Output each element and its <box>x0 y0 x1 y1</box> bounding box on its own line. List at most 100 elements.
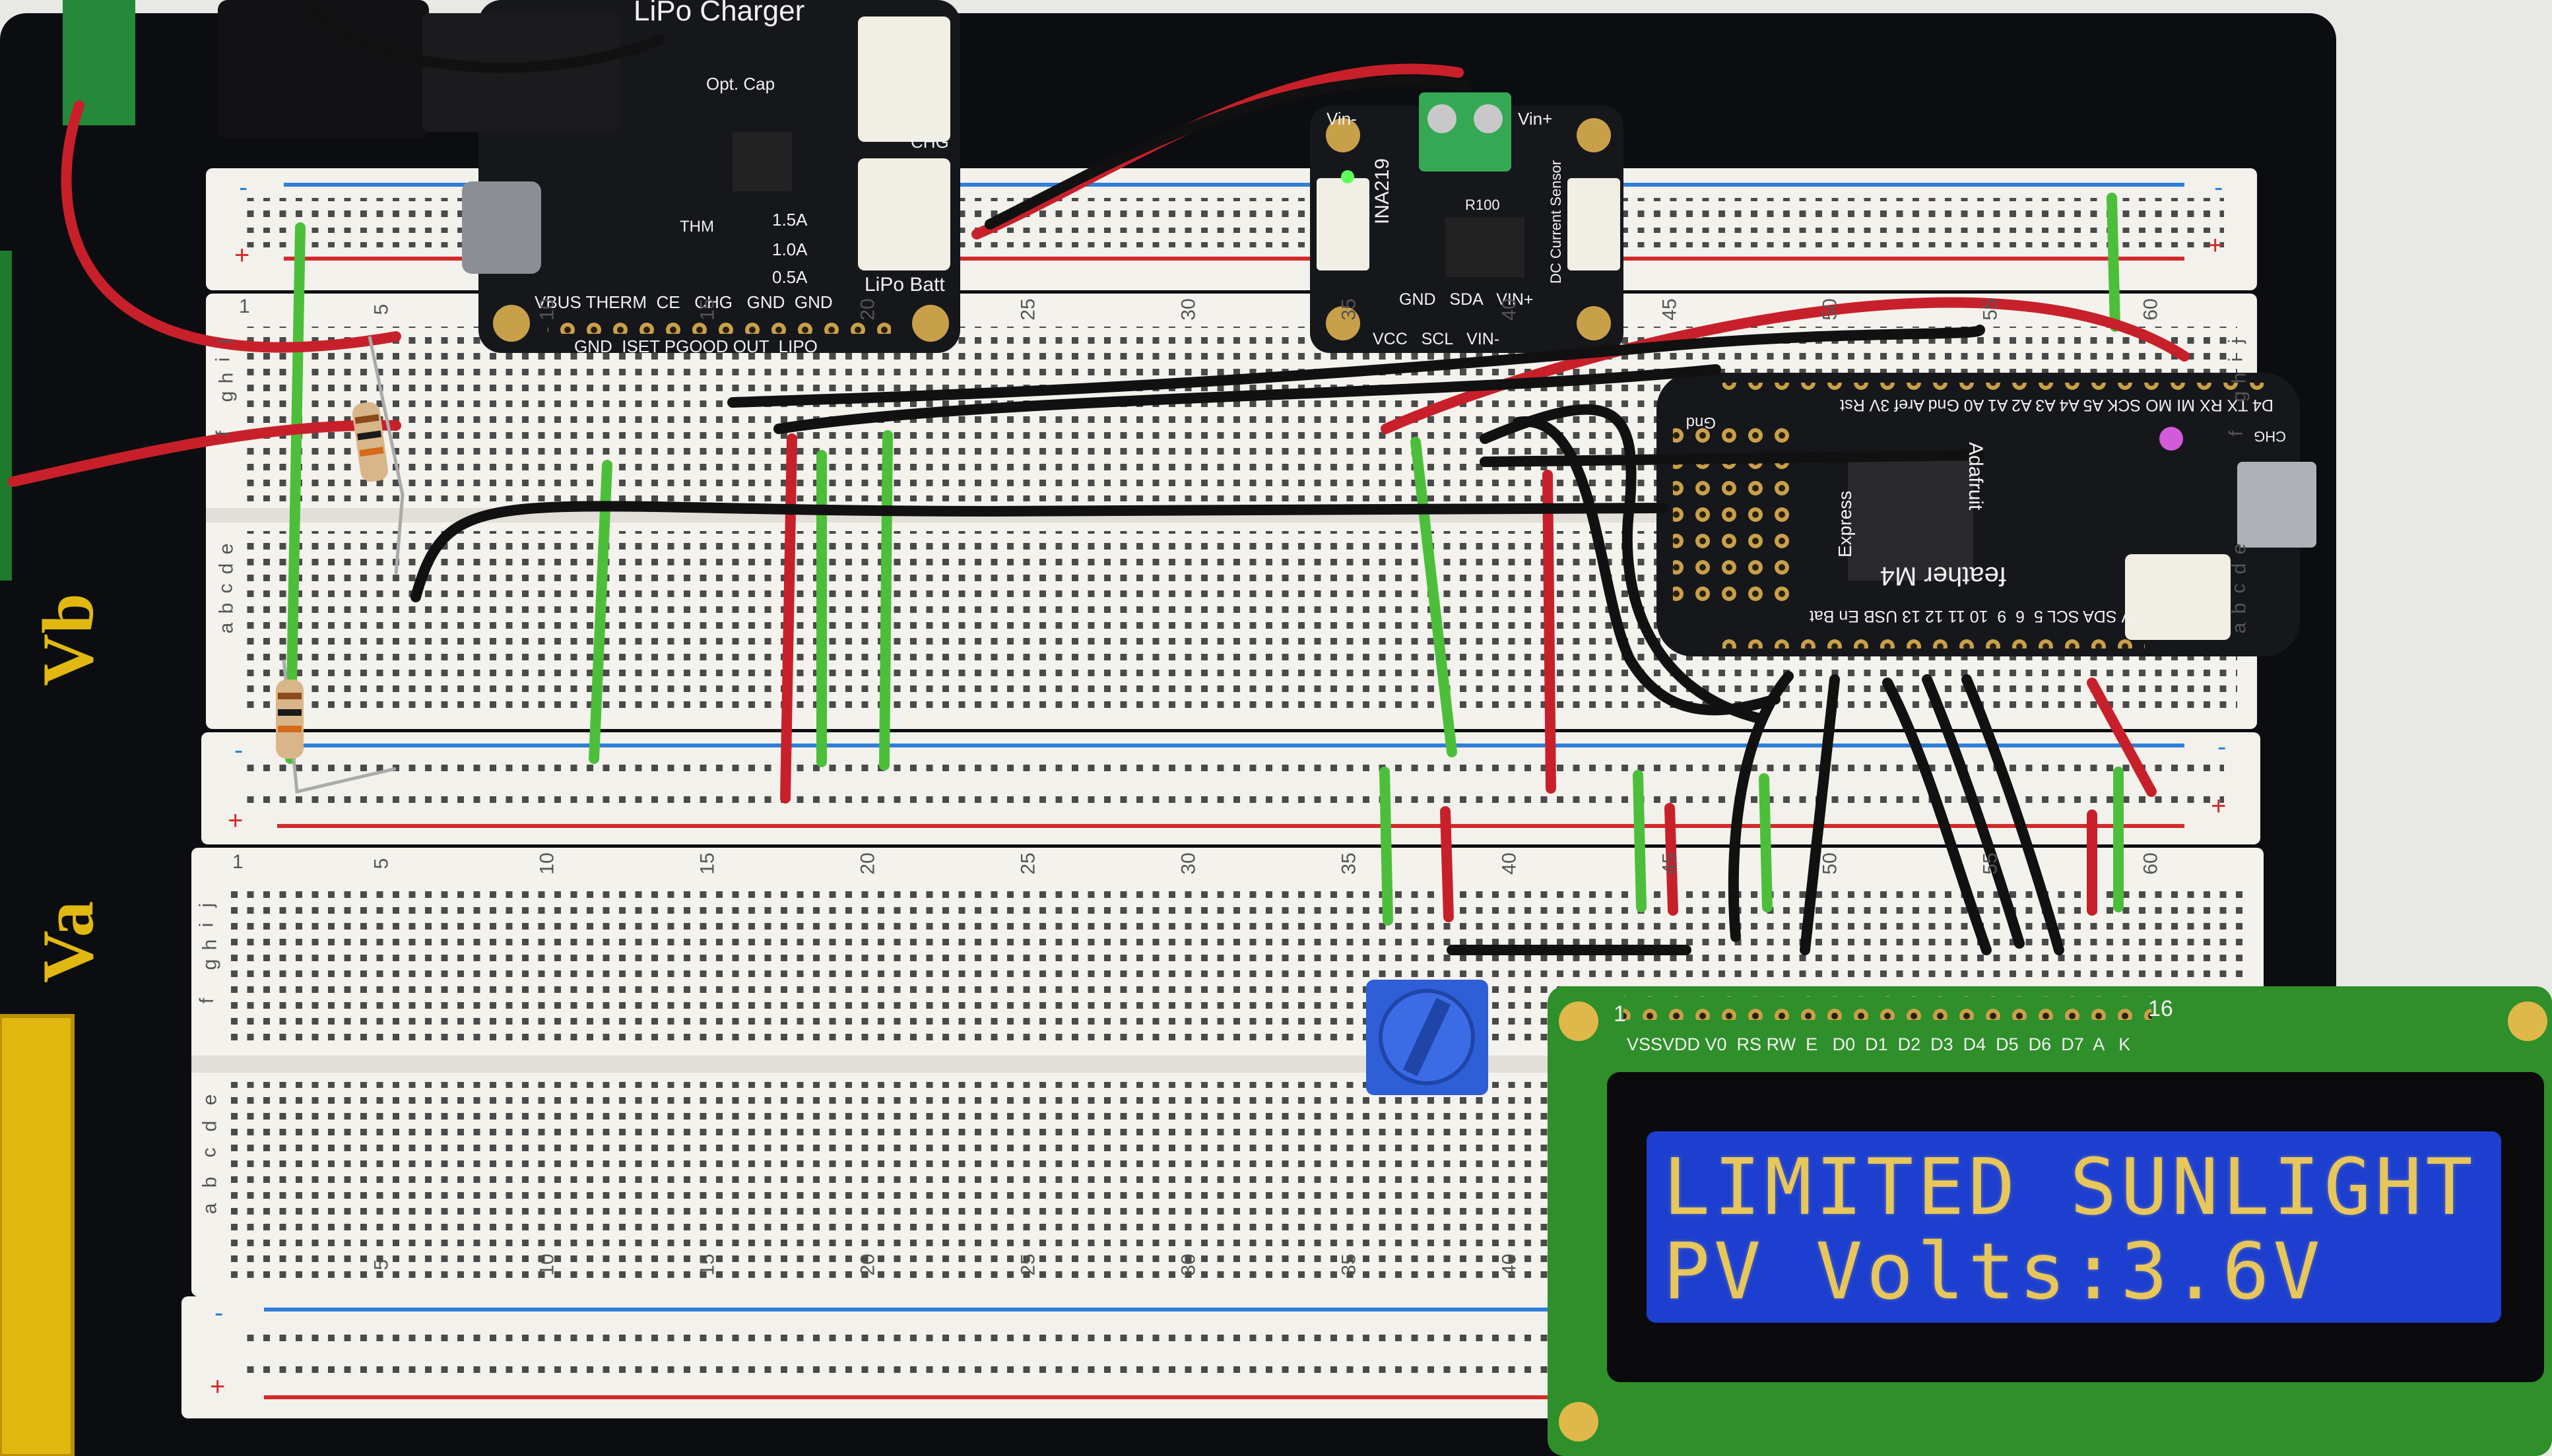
charger-current-3: 0.5A <box>772 267 808 287</box>
lcd-pin-labels: VSSVDD V0 RS RW E D0 D1 D2 D3 D4 D5 D6 D… <box>1627 1034 2131 1054</box>
column-number: 40 <box>1498 298 1521 321</box>
column-number: 25 <box>1017 298 1039 321</box>
rail-minus-mid-left: - <box>234 736 244 765</box>
column-number: 15 <box>696 1253 719 1276</box>
column-number: 5 <box>370 858 393 870</box>
column-number: 55 <box>1979 298 2002 321</box>
charger-opt-cap: Opt. Cap <box>706 74 775 94</box>
feather-express: Express <box>1835 490 1855 557</box>
column-number: 20 <box>857 298 879 321</box>
column-number: 10 <box>536 852 558 875</box>
row-letter: d <box>2228 563 2250 575</box>
row-letter: i <box>195 922 218 928</box>
column-number: 20 <box>857 1253 879 1276</box>
lcd-screen <box>1647 1131 2501 1323</box>
column-number: 15 <box>696 852 719 875</box>
first-col-top: 1 <box>239 296 250 317</box>
column-number: 15 <box>696 298 719 321</box>
column-number: 60 <box>2140 298 2162 321</box>
row-letter: f <box>196 997 218 1004</box>
row-letter: b <box>2228 602 2250 614</box>
rail-minus-top-left: - <box>239 173 248 202</box>
gold-mat-strip <box>0 1016 73 1456</box>
row-letter: j <box>195 902 218 908</box>
feather-brand: Adafruit <box>1965 442 1986 511</box>
column-number: 5 <box>370 303 393 315</box>
feather-chg: CHG <box>2254 428 2286 445</box>
row-letter: h <box>2228 372 2250 384</box>
rail-plus-top-left: + <box>234 241 250 270</box>
lcd-pin-first: 1 <box>1614 1001 1626 1027</box>
black-wires <box>305 0 2064 955</box>
column-number: 30 <box>1177 1253 1200 1276</box>
feather-name: feather M4 <box>1880 561 2006 590</box>
ina219-name: INA219 <box>1371 158 1393 224</box>
charger-batt-label: LiPo Batt <box>865 274 945 296</box>
column-number: 25 <box>1017 1253 1039 1276</box>
column-number: 45 <box>1658 852 1681 875</box>
row-letter: e <box>199 1094 221 1106</box>
row-letter: i <box>2225 357 2247 362</box>
row-letter: j <box>212 338 234 344</box>
row-letter: f <box>2225 430 2248 437</box>
row-letter: d <box>199 1120 221 1132</box>
column-number: 10 <box>536 298 558 321</box>
charger-current-1: 1.5A <box>772 210 808 230</box>
rail-minus-top-right: - <box>2214 173 2223 202</box>
column-number: 30 <box>1177 298 1200 321</box>
row-letter: h <box>199 939 221 951</box>
feather-top-pins: D4 TX RX MI MO SCK A5 A4 A3 A2 A1 A0 Gnd… <box>1840 396 2274 414</box>
row-letter: c <box>198 1147 220 1158</box>
ina219-vin-plus: Vin+ <box>1518 109 1553 129</box>
rail-plus-bottom: + <box>210 1372 226 1401</box>
column-number: 40 <box>1498 1253 1521 1276</box>
resistors <box>276 336 405 794</box>
breadboard-bottom-rail <box>181 1296 1567 1418</box>
ina219-pins-top: GND SDA VIN+ <box>1399 290 1534 309</box>
ina219-sensor-label: DC Current Sensor <box>1548 160 1564 284</box>
column-number: 40 <box>1498 852 1521 875</box>
row-letter: c <box>214 583 237 594</box>
column-number: 45 <box>1658 298 1681 321</box>
row-letter: g <box>215 391 238 402</box>
row-letter: g <box>199 959 221 970</box>
row-letter: i <box>212 357 234 362</box>
row-letter: c <box>2227 583 2250 594</box>
rail-plus-mid-right: + <box>2211 792 2227 821</box>
rail-plus-mid-left: + <box>228 806 244 835</box>
rail-minus-mid-right: - <box>2217 732 2227 761</box>
row-letter: e <box>2228 543 2250 555</box>
feather-m4-board <box>1656 373 2316 656</box>
column-number: 60 <box>2140 852 2162 875</box>
column-number: 5 <box>370 1259 393 1271</box>
column-number: 30 <box>1177 852 1200 875</box>
row-letter: b <box>199 1176 221 1188</box>
charger-thm: THM <box>680 218 714 236</box>
ina219-r-label: R100 <box>1465 197 1500 213</box>
rail-plus-top-right: + <box>2208 231 2223 260</box>
lcd-line-1: LIMITED SUNLIGHT <box>1663 1141 2477 1232</box>
lcd-line-2: PV Volts:3.6V <box>1663 1226 2324 1317</box>
row-letter: g <box>2228 391 2250 402</box>
column-number: 35 <box>1338 298 1360 321</box>
row-letter: h <box>215 372 238 384</box>
column-number: 35 <box>1338 1253 1360 1276</box>
feather-gnd: Gnd <box>1685 414 1716 431</box>
row-letter: d <box>215 563 238 575</box>
ina219-pins-bottom: VCC SCL VIN- <box>1373 330 1500 348</box>
lcd-module <box>1548 986 2552 1456</box>
row-letter: a <box>215 622 238 634</box>
row-letter: a <box>2228 622 2250 634</box>
column-number: 20 <box>857 852 879 875</box>
charger-title: LiPo Charger <box>634 0 805 27</box>
charger-pins-bottom: GND ISET PGOOD OUT LIPO <box>574 336 818 356</box>
mat-label-vb: Vb <box>28 593 108 686</box>
ina219-board <box>1310 92 1623 353</box>
row-letter: j <box>2225 338 2247 344</box>
feather-bottom-pins: 3V SDA SCL 5 6 9 10 11 12 13 USB En Bat <box>1809 607 2142 625</box>
row-letter: f <box>213 430 235 437</box>
column-number: 25 <box>1017 852 1039 875</box>
lcd-pin-last: 16 <box>2148 996 2173 1021</box>
column-number: 55 <box>1979 852 2002 875</box>
